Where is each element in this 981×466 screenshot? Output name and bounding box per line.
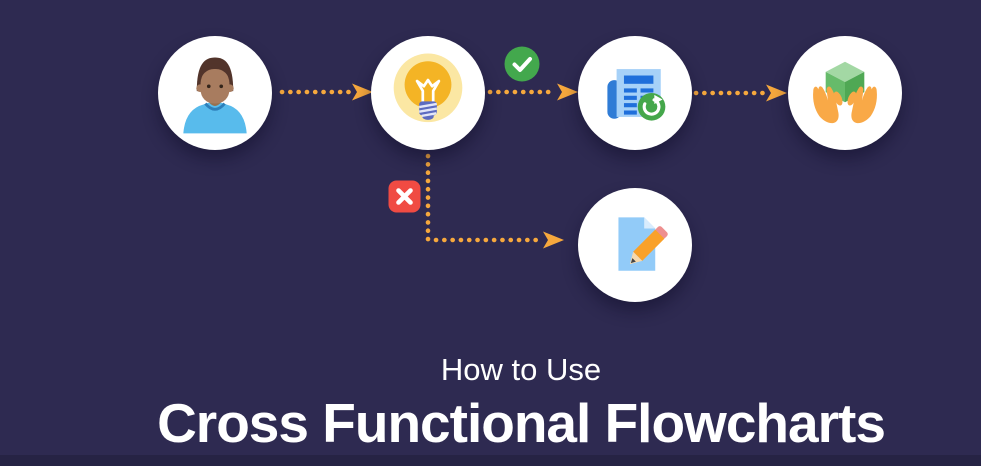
approved-badge [504,46,540,82]
arrowhead-icon [766,84,787,102]
lightbulb-icon [393,53,463,123]
hands-holding-cube-icon [813,61,877,124]
flow-node-hands [788,36,902,150]
rejected-badge [388,180,421,213]
subtitle: How to Use [440,352,602,387]
arrowhead-icon [543,231,564,249]
arrowhead-icon [557,83,578,101]
person-icon [183,57,247,134]
check-icon [504,46,540,82]
x-icon [388,180,421,213]
document-pencil-icon [618,217,668,271]
page-title: Cross Functional Flowcharts [157,392,886,454]
flow-node-lightbulb [371,36,485,150]
report-refresh-icon [607,69,666,121]
flow-node-person [158,36,272,150]
arrowhead-icon [352,83,373,101]
flow-node-document [578,188,692,302]
bottom-edge-strip [0,455,981,466]
flow-node-report [578,36,692,150]
title-block: How to Use Cross Functional Flowcharts [61,352,981,452]
